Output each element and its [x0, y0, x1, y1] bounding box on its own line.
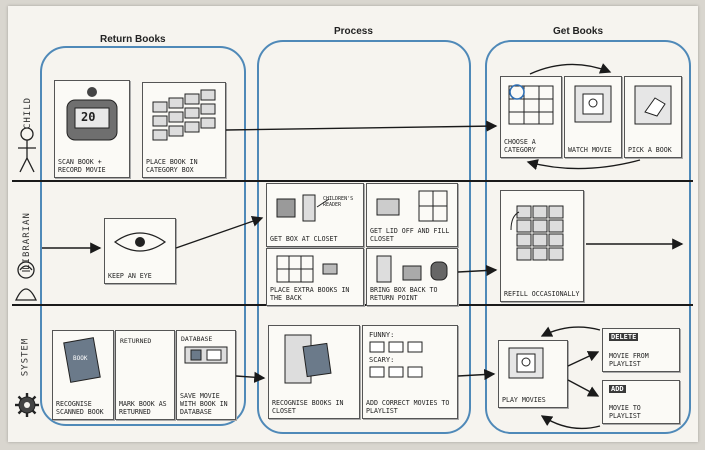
eye-icon — [111, 224, 169, 260]
card-refill: REFILL OCCASIONALLY — [500, 190, 584, 302]
card-add-movie: ADD MOVIE TO PLAYLIST — [602, 380, 680, 424]
database-record-icon — [183, 345, 229, 365]
delete-heading: DELETE — [609, 333, 638, 341]
card-mark-book: RETURNED MARK BOOK AS RETURNED — [115, 330, 175, 420]
caption-refill: REFILL OCCASIONALLY — [504, 290, 580, 298]
lid-shelf-icon — [373, 189, 451, 223]
caption-recognise-scanned: RECOGNISE SCANNED BOOK — [56, 400, 110, 416]
funny-movie-strip-icon — [369, 341, 429, 353]
lane-label-child: CHILD — [23, 97, 33, 129]
children-reader-note: CHILDREN'S READER — [323, 196, 361, 208]
card-get-lid: GET LID OFF AND FILL CLOSET — [366, 183, 458, 247]
card-delete-movie: DELETE MOVIE FROM PLAYLIST — [602, 328, 680, 372]
system-gear-icon — [14, 392, 40, 418]
card-save-movie: DATABASE SAVE MOVIE WITH BOOK IN DATABAS… — [176, 330, 236, 420]
database-label: DATABASE — [181, 335, 212, 343]
column-heading-return-books: Return Books — [100, 34, 166, 45]
caption-play-movies: PLAY MOVIES — [502, 396, 564, 404]
scary-movie-strip-icon — [369, 366, 429, 378]
caption-recognise-closet: RECOGNISE BOOKS IN CLOSET — [272, 399, 356, 415]
card-place-extra: PLACE EXTRA BOOKS IN THE BACK — [266, 248, 364, 306]
card-scan-book: 20 SCAN BOOK + RECORD MOVIE — [54, 80, 130, 178]
caption-pick-book: PICK A BOOK — [628, 146, 678, 154]
card-choose-category: CHOOSE A CATEGORY — [500, 76, 562, 158]
funny-label: FUNNY: — [369, 331, 394, 339]
caption-mark-book: MARK BOOK AS RETURNED — [119, 400, 171, 416]
caption-add-correct: ADD CORRECT MOVIES TO PLAYLIST — [366, 399, 454, 415]
caption-bring-box: BRING BOX BACK TO RETURN POINT — [370, 286, 454, 302]
caption-delete-movie: MOVIE FROM PLAYLIST — [609, 352, 676, 368]
add-heading: ADD — [609, 385, 626, 393]
card-get-box: CHILDREN'S READER GET BOX AT CLOSET — [266, 183, 364, 247]
caption-add-movie: MOVIE TO PLAYLIST — [609, 404, 676, 420]
pick-book-hand-icon — [631, 82, 675, 128]
column-heading-process: Process — [334, 26, 373, 37]
play-screen-icon — [505, 346, 561, 380]
librarian-figure-icon — [12, 260, 40, 302]
caption-save-movie: SAVE MOVIE WITH BOOK IN DATABASE — [180, 392, 232, 416]
child-stick-figure-icon — [14, 126, 40, 178]
category-box-grid-icon — [149, 88, 219, 144]
card-recognise-scanned: BOOK RECOGNISE SCANNED BOOK — [52, 330, 114, 420]
caption-place-extra: PLACE EXTRA BOOKS IN THE BACK — [270, 286, 360, 302]
book-label: BOOK — [73, 355, 87, 362]
closet-book-icon — [275, 331, 353, 387]
card-place-book: PLACE BOOK IN CATEGORY BOX — [142, 82, 226, 178]
category-grid-icon — [507, 82, 555, 128]
caption-get-lid: GET LID OFF AND FILL CLOSET — [370, 227, 454, 243]
return-point-icon — [373, 254, 451, 284]
caption-watch-movie: WATCH MOVIE — [568, 146, 618, 154]
column-heading-get-books: Get Books — [553, 26, 603, 37]
lane-label-system: SYSTEM — [20, 338, 30, 377]
returned-label: RETURNED — [120, 337, 151, 345]
caption-scan-book: SCAN BOOK + RECORD MOVIE — [58, 158, 126, 174]
refill-shelf-icon — [507, 196, 577, 266]
card-bring-box: BRING BOX BACK TO RETURN POINT — [366, 248, 458, 306]
scan-counter: 20 — [81, 110, 95, 124]
card-play-movies: PLAY MOVIES — [498, 340, 568, 408]
movie-screen-icon — [571, 82, 615, 128]
card-recognise-closet: RECOGNISE BOOKS IN CLOSET — [268, 325, 360, 419]
card-keep-eye: KEEP AN EYE — [104, 218, 176, 284]
caption-get-box: GET BOX AT CLOSET — [270, 235, 360, 243]
scary-label: SCARY: — [369, 356, 394, 364]
caption-choose-category: CHOOSE A CATEGORY — [504, 138, 558, 154]
lane-divider-child-librarian — [12, 180, 693, 182]
caption-place-book: PLACE BOOK IN CATEGORY BOX — [146, 158, 222, 174]
shelf-extra-books-icon — [273, 254, 357, 284]
card-add-correct: FUNNY: SCARY: ADD CORRECT MOVIES TO PLAY… — [362, 325, 458, 419]
card-pick-book: PICK A BOOK — [624, 76, 682, 158]
caption-keep-eye: KEEP AN EYE — [108, 272, 172, 280]
card-watch-movie: WATCH MOVIE — [564, 76, 622, 158]
